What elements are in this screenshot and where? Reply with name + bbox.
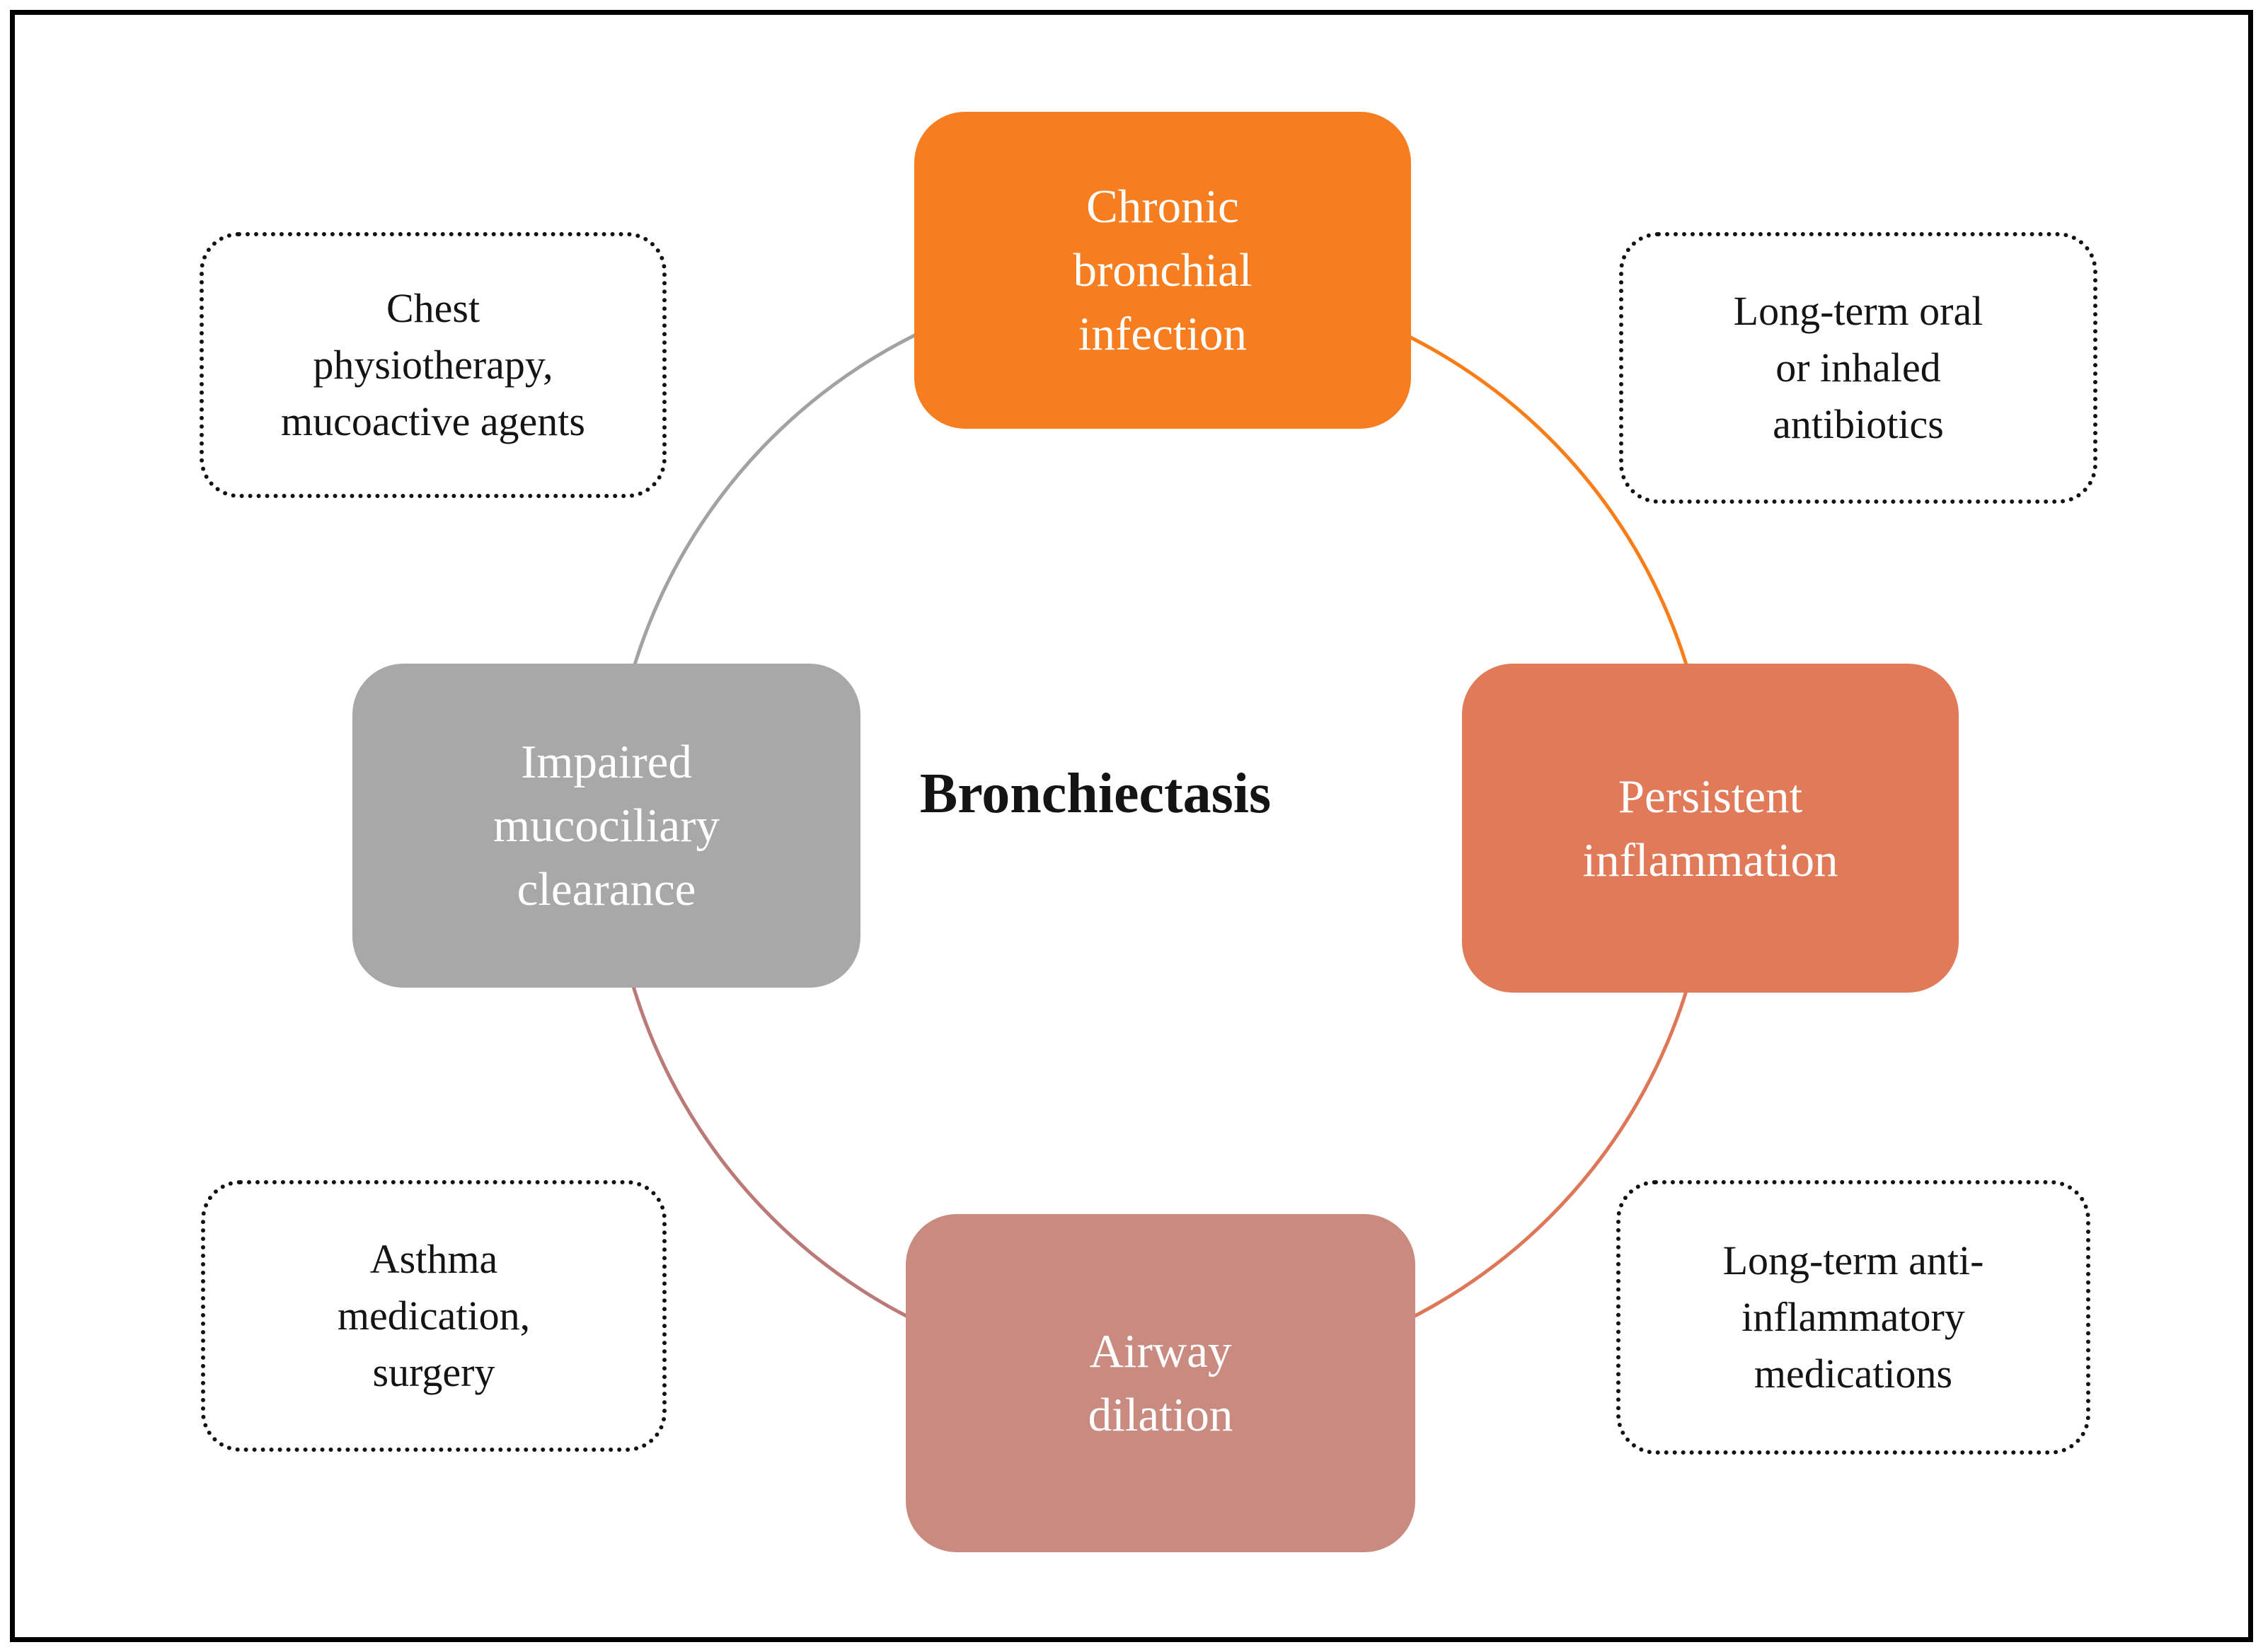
note-label-line: Asthma [369, 1236, 498, 1282]
note-long-term-oral-or-inhaled-antibiotics: Long-term oral or inhaled antibiotics [1619, 232, 2097, 504]
note-label: Long-term oral or inhaled antibiotics [1734, 283, 1983, 453]
note-asthma-medication-surgery: Asthma medication, surgery [201, 1180, 667, 1452]
node-airway-dilation: Airway dilation [906, 1214, 1415, 1552]
node-persistent-inflammation: Persistent inflammation [1462, 664, 1959, 993]
node-impaired-mucociliary-clearance: Impaired mucociliary clearance [352, 664, 860, 988]
node-label-line: infection [1078, 308, 1248, 360]
node-label: Impaired mucociliary clearance [493, 730, 720, 921]
note-label: Asthma medication, surgery [338, 1231, 530, 1401]
figure-border [10, 10, 2253, 1642]
note-label-line: medications [1754, 1351, 1953, 1397]
note-label-line: physiotherapy, [313, 342, 553, 388]
node-label-line: mucociliary [493, 799, 720, 852]
note-label-line: Long-term anti- [1722, 1237, 1984, 1283]
note-label-line: or inhaled [1775, 345, 1941, 391]
node-label-line: Chronic [1086, 180, 1239, 233]
node-chronic-bronchial-infection: Chronic bronchial infection [914, 112, 1411, 429]
note-label-line: surgery [372, 1349, 495, 1395]
node-label: Chronic bronchial infection [1073, 175, 1252, 366]
note-label-line: inflammatory [1741, 1294, 1965, 1340]
center-label: Bronchiectasis [919, 763, 1272, 825]
node-label-line: Impaired [521, 736, 692, 788]
node-label-line: Airway [1089, 1325, 1232, 1377]
note-label: Chest physiotherapy, mucoactive agents [281, 280, 585, 450]
node-label: Persistent inflammation [1583, 765, 1838, 892]
node-label: Airway dilation [1088, 1319, 1233, 1447]
note-chest-physiotherapy-mucoactive-agents: Chest physiotherapy, mucoactive agents [200, 232, 667, 498]
note-label: Long-term anti- inflammatory medications [1723, 1232, 1984, 1402]
note-label-line: Long-term oral [1733, 288, 1983, 334]
node-label-line: clearance [517, 863, 696, 915]
note-label-line: medication, [337, 1293, 531, 1339]
note-label-line: Chest [386, 285, 480, 331]
node-label-line: Persistent [1618, 770, 1803, 823]
note-label-line: mucoactive agents [281, 398, 585, 444]
node-label-line: inflammation [1582, 833, 1838, 886]
node-label-line: dilation [1088, 1389, 1233, 1441]
node-label-line: bronchial [1073, 244, 1253, 296]
note-label-line: antibiotics [1773, 401, 1944, 447]
note-long-term-anti-inflammatory-medications: Long-term anti- inflammatory medications [1616, 1180, 2090, 1455]
